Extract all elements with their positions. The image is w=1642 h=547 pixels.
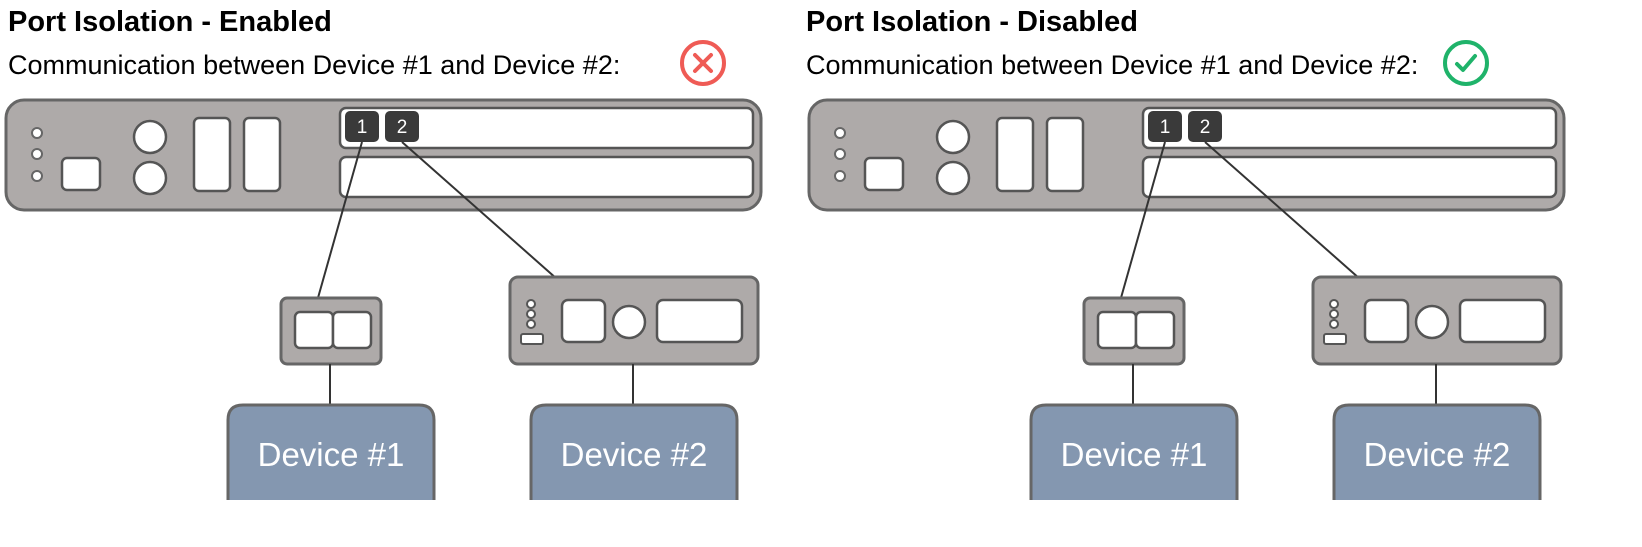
device-1-label: Device #1	[258, 436, 405, 473]
cable-port-1	[313, 141, 363, 313]
device-2: Device #2	[529, 403, 739, 500]
cable-port-2	[1204, 141, 1387, 303]
port-bank-top	[338, 106, 755, 150]
round-port	[935, 160, 971, 196]
device-2: Device #2	[1332, 403, 1542, 500]
port-1-label: 1	[1160, 117, 1171, 138]
adapter-device-1	[1082, 296, 1186, 366]
slot	[242, 116, 282, 193]
port-bank-top	[1141, 106, 1558, 150]
check-icon	[1443, 40, 1489, 86]
panel-title: Port Isolation - Disabled	[806, 6, 1138, 38]
mgmt-port	[863, 156, 905, 192]
slot	[1045, 116, 1085, 193]
switch-port-1: 1	[345, 111, 379, 142]
adapter-device-1	[279, 296, 383, 366]
communication-label: Communication between Device #1 and Devi…	[806, 50, 1419, 80]
led-indicator	[31, 148, 43, 160]
slot	[192, 116, 232, 193]
cable-port-1	[1116, 141, 1166, 313]
device-1-label: Device #1	[1061, 436, 1208, 473]
adapter-device-2	[508, 275, 760, 366]
switch-port-1: 1	[1148, 111, 1182, 142]
port-2-label: 2	[1200, 117, 1211, 138]
led-indicator	[834, 170, 846, 182]
cable-port-2	[401, 141, 584, 303]
communication-label: Communication between Device #1 and Devi…	[8, 50, 621, 80]
slot	[995, 116, 1035, 193]
network-diagram: 1 2 Device #1	[807, 98, 1566, 500]
main-switch	[4, 98, 763, 212]
led-indicator	[834, 148, 846, 160]
device-1: Device #1	[1029, 403, 1239, 500]
device-2-label: Device #2	[1364, 436, 1511, 473]
round-port	[132, 119, 168, 155]
led-indicator	[834, 127, 846, 139]
switch-port-2: 2	[385, 111, 419, 142]
led-indicator	[31, 127, 43, 139]
panel-title: Port Isolation - Enabled	[8, 6, 332, 38]
round-port	[132, 160, 168, 196]
switch-port-2: 2	[1188, 111, 1222, 142]
port-1-label: 1	[357, 117, 368, 138]
round-port	[935, 119, 971, 155]
panel-port-isolation-enabled: Port Isolation - Enabled Communication b…	[0, 0, 810, 547]
x-icon	[680, 40, 726, 86]
port-2-label: 2	[397, 117, 408, 138]
panel-port-isolation-disabled: Port Isolation - Disabled Communication …	[806, 0, 1642, 547]
main-switch	[807, 98, 1566, 212]
port-bank-bottom	[1141, 155, 1558, 199]
mgmt-port	[60, 156, 102, 192]
port-bank-bottom	[338, 155, 755, 199]
adapter-device-2	[1311, 275, 1563, 366]
device-2-label: Device #2	[561, 436, 708, 473]
device-1: Device #1	[226, 403, 436, 500]
network-diagram: 1 2 Device #	[4, 98, 763, 500]
led-indicator	[31, 170, 43, 182]
